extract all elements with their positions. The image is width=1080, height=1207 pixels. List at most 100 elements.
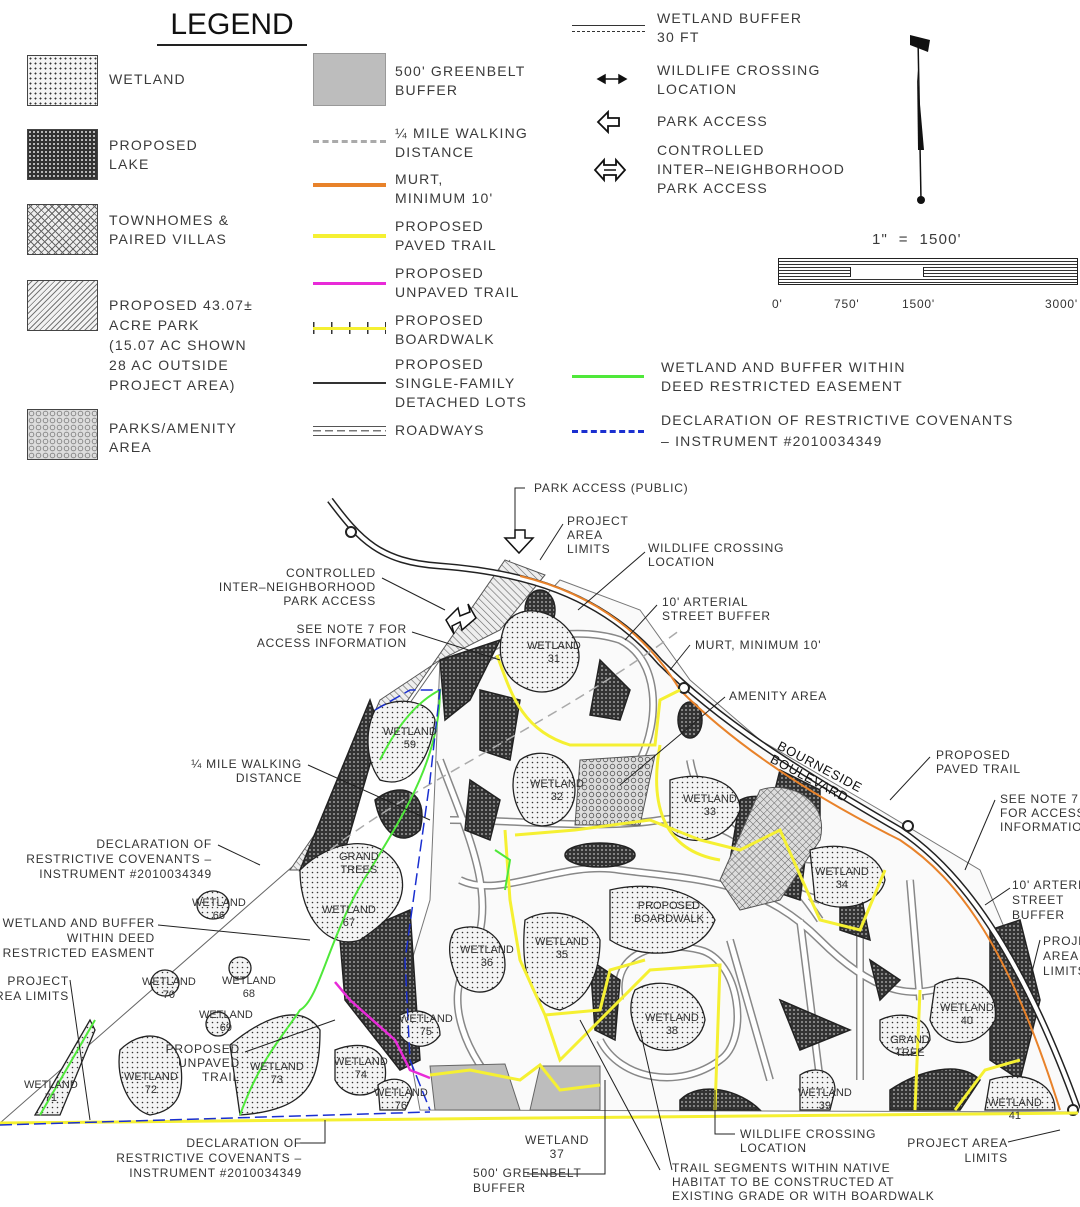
map-callout: 10' ARTERIAL STREET BUFFER	[1012, 878, 1080, 922]
wetland-label: WETLAND 41	[988, 1097, 1042, 1122]
legend-label: PROPOSED BOARDWALK	[395, 312, 495, 347]
paved-trails	[0, 654, 1079, 1125]
greenbelt-swatch	[313, 53, 386, 106]
site-map	[0, 487, 1080, 1175]
map-callout: MURT, MINIMUM 10'	[695, 638, 822, 652]
wetland-label: WETLAND 33	[683, 793, 737, 818]
unpaved-trail-line	[313, 282, 386, 285]
covenant-line	[572, 430, 644, 433]
park-swatch	[27, 280, 98, 331]
wetland-label: WETLAND 34	[815, 866, 869, 891]
roadways-line	[313, 426, 386, 436]
wetland-label: WETLAND 36	[460, 944, 514, 969]
wetland-label: WETLAND 31	[527, 640, 581, 665]
north-arrow-icon	[910, 35, 930, 204]
easement-line	[572, 375, 644, 378]
legend-label: PROPOSED LAKE	[109, 137, 198, 172]
map-callout: WILDLIFE CROSSING LOCATION	[740, 1127, 877, 1155]
wetland-label: WETLAND 73	[250, 1061, 304, 1086]
legend-label: ¼ MILE WALKING DISTANCE	[395, 125, 528, 160]
wetland-label: WETLAND 69	[199, 1009, 253, 1034]
scale-title: 1" = 1500'	[872, 231, 962, 248]
legend-label: MURT, MINIMUM 10'	[395, 171, 494, 206]
scale-tick: 750'	[834, 297, 860, 311]
map-callout: ¼ MILE WALKING DISTANCE	[191, 757, 302, 785]
townhomes-swatch	[27, 204, 98, 255]
amenity-swatch	[27, 409, 98, 460]
map-callout: WETLAND AND BUFFER WITHIN DEED RESTRICTE…	[2, 916, 155, 960]
legend-label: PROPOSED UNPAVED TRAIL	[395, 265, 520, 300]
wetland-label: GRAND TREES	[339, 851, 379, 876]
map-callout: SEE NOTE 7 FOR ACCESS INFORMATION	[1000, 792, 1080, 834]
wetland-label: WETLAND 40	[940, 1002, 994, 1027]
lake-swatch	[27, 129, 98, 180]
map-callout: CONTROLLED INTER–NEIGHBORHOOD PARK ACCES…	[218, 566, 376, 608]
legend-label: PROPOSED PAVED TRAIL	[395, 218, 497, 253]
legend-label: WETLAND BUFFER 30 FT	[657, 10, 803, 45]
covenant-line	[0, 689, 441, 1126]
map-callout: DECLARATION OF RESTRICTIVE COVENANTS – I…	[116, 1136, 302, 1180]
park-access-arrow-icon	[503, 529, 535, 555]
legend-label: TOWNHOMES & PAIRED VILLAS	[109, 212, 230, 247]
wetland-label: WETLAND 35	[535, 936, 589, 961]
map-callout: DECLARATION OF RESTRICTIVE COVENANTS – I…	[26, 837, 212, 881]
map-callout: PARK ACCESS (PUBLIC)	[534, 481, 689, 495]
legend-label: WETLAND AND BUFFER WITHIN DEED RESTRICTE…	[661, 359, 906, 394]
map-callout: PROJECT AREA LIMITS	[567, 514, 629, 556]
walking-distance	[329, 629, 681, 851]
legend-title: LEGEND	[157, 8, 307, 46]
wetland-label: WETLAND 71	[24, 1079, 78, 1104]
scale-tick: 0'	[772, 297, 783, 311]
wetland-label: WETLAND 59	[383, 726, 437, 751]
legend-label: PROPOSED 43.07± ACRE PARK (15.07 AC SHOW…	[109, 297, 253, 393]
legend-label: 500' GREENBELT BUFFER	[395, 63, 526, 98]
wetland-label: WETLAND 72	[124, 1071, 178, 1096]
wetland-swatch	[27, 55, 98, 106]
wetland-label: WETLAND 32	[530, 778, 584, 803]
map-callout: AMENITY AREA	[729, 689, 828, 703]
unpaved-trail	[334, 981, 431, 1080]
wetland-label: WETLAND 76	[374, 1087, 428, 1112]
map-callout: 10' ARTERIAL STREET BUFFER	[662, 595, 771, 623]
controlled-access-icon	[445, 603, 477, 635]
map-callout: TRAIL SEGMENTS WITHIN NATIVE HABITAT TO …	[672, 1161, 935, 1203]
wetland-label: WETLAND 66	[192, 897, 246, 922]
wetland-label: WETLAND 67	[322, 904, 376, 929]
legend-label: PARK ACCESS	[657, 113, 768, 129]
wetland-label: WETLAND 39	[798, 1087, 852, 1112]
wetland-label: WETLAND 38	[645, 1012, 699, 1037]
map-callout: WETLAND 37	[525, 1133, 590, 1161]
legend-label: CONTROLLED INTER–NEIGHBORHOOD PARK ACCES…	[657, 142, 846, 196]
wetlands	[33, 610, 1056, 1116]
map-callout: PROJECT AREA LIMITS	[0, 974, 69, 1003]
map-callout: PROPOSED PAVED TRAIL	[936, 748, 1021, 776]
single-family-line	[313, 382, 386, 384]
controlled-access-icon	[593, 157, 627, 183]
walking-distance-line	[313, 140, 386, 143]
legend-label: PARKS/AMENITY AREA	[109, 420, 238, 455]
park-access-arrow-icon	[596, 110, 620, 134]
leader-lines	[69, 487, 1061, 1175]
map-callout: 500' GREENBELT BUFFER	[473, 1166, 582, 1195]
wetland-label: GRAND TREE	[890, 1034, 930, 1059]
legend-label: ROADWAYS	[395, 422, 485, 438]
map-callout: WILDLIFE CROSSING LOCATION	[648, 541, 785, 569]
map-callout: PROPOSED BOARDWALK	[634, 900, 704, 925]
legend-label: DECLARATION OF RESTRICTIVE COVENANTS – I…	[661, 412, 1014, 449]
scale-bar	[778, 258, 1078, 285]
map-callout: SEE NOTE 7 FOR ACCESS INFORMATION	[256, 622, 407, 650]
easement-lines	[39, 688, 512, 1116]
scale-tick: 1500'	[902, 297, 935, 311]
wetland-label: WETLAND 68	[222, 975, 276, 1000]
map-callout: PROJECT AREA LIMITS	[1043, 934, 1080, 978]
legend-label: PROPOSED SINGLE-FAMILY DETACHED LOTS	[395, 356, 528, 410]
legend-label: WILDLIFE CROSSING LOCATION	[657, 62, 821, 97]
double-arrow-icon	[596, 73, 628, 85]
wetland-label: WETLAND 75	[399, 1013, 453, 1038]
legend-label: WETLAND	[109, 71, 186, 87]
map-callout: PROPOSED UNPAVED TRAIL	[165, 1042, 240, 1084]
wetland-buffer-line	[572, 25, 645, 32]
wetland-label: WETLAND 70	[142, 976, 196, 1001]
murt	[519, 575, 1061, 1111]
